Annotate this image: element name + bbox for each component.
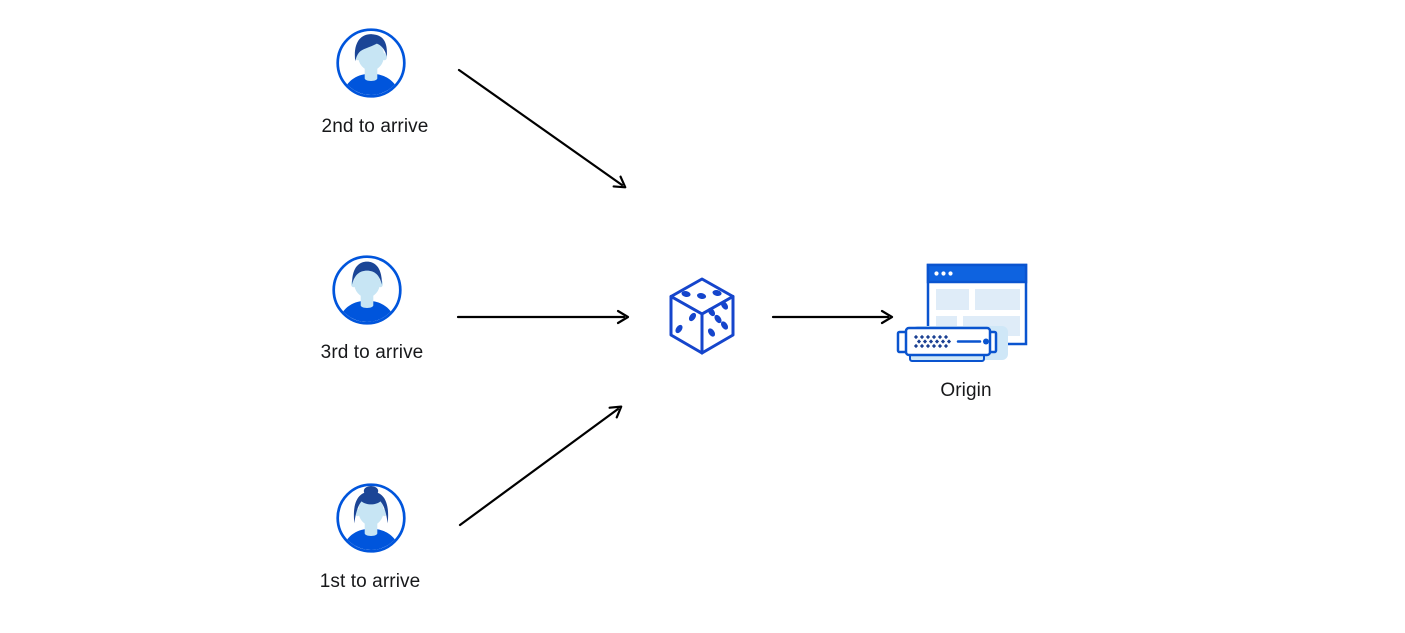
arrow-user-2nd-to-dice bbox=[457, 68, 627, 189]
node-origin bbox=[896, 262, 1028, 369]
node-user-2nd bbox=[335, 27, 407, 104]
node-label-user-3rd: 3rd to arrive bbox=[320, 342, 424, 363]
node-user-1st bbox=[335, 482, 407, 559]
dice-random-icon bbox=[669, 277, 735, 355]
node-label-user-2nd: 2nd to arrive bbox=[321, 116, 429, 137]
server-icon bbox=[896, 326, 1008, 362]
node-label-user-1st: 1st to arrive bbox=[319, 571, 421, 592]
node-dice bbox=[667, 277, 737, 360]
female-user-avatar-icon bbox=[336, 483, 406, 553]
male-user-avatar-icon bbox=[332, 255, 402, 325]
node-user-3rd bbox=[331, 254, 403, 331]
male-user-avatar-icon bbox=[336, 28, 406, 98]
node-label-origin: Origin bbox=[940, 380, 992, 401]
arrow-user-1st-to-dice bbox=[458, 405, 623, 527]
origin-server-browser-icon bbox=[896, 263, 1028, 362]
